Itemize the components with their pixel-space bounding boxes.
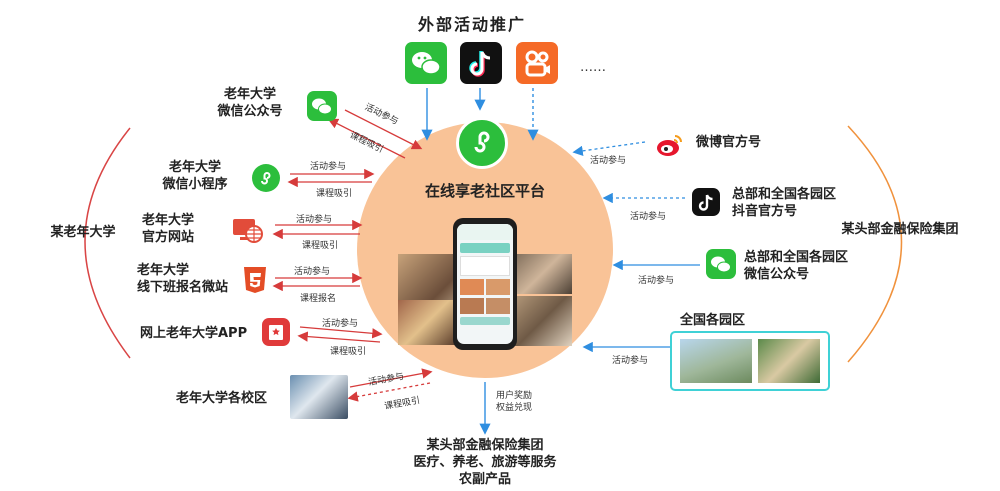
left-item-2-down-label: 课程吸引: [316, 189, 353, 199]
right-item-4: 全国各园区: [680, 313, 746, 328]
parks-photo-box: [670, 331, 830, 391]
left-item-4-down-label: 课程报名: [300, 294, 337, 304]
right-group-arc: [847, 125, 903, 363]
right-item-2: 总部和全国各园区抖音官方号: [732, 187, 837, 219]
wechat-icon[interactable]: [405, 42, 447, 84]
website-icon[interactable]: [232, 217, 264, 245]
right-item-3-arrow-label: 活动参与: [638, 276, 675, 286]
miniprogram-icon: [456, 117, 508, 169]
right-item-1: 微博官方号: [696, 135, 762, 150]
left-item-6: 老年大学各校区: [176, 391, 268, 406]
left-item-1: 老年大学微信公众号: [217, 87, 283, 119]
right-item-3: 总部和全国各园区微信公众号: [744, 250, 849, 282]
phone-mockup: [453, 218, 517, 350]
right-group-label: 某头部金融保险集团: [841, 222, 959, 237]
platform-title: 在线享老社区平台: [424, 182, 545, 200]
left-item-3-down-label: 课程吸引: [302, 241, 339, 251]
app-icon[interactable]: [262, 318, 290, 346]
wechat-icon[interactable]: [706, 249, 736, 279]
left-item-5: 网上老年大学APP: [140, 326, 248, 341]
left-item-5-down-label: 课程吸引: [330, 347, 367, 357]
left-item-3-up-label: 活动参与: [296, 215, 333, 225]
left-item-4-up-label: 活动参与: [294, 267, 331, 277]
miniprogram-icon[interactable]: [252, 164, 280, 192]
left-item-2-up-label: 活动参与: [310, 162, 347, 172]
kuaishou-icon[interactable]: [516, 42, 558, 84]
activity-photo-left-bottom: [398, 300, 456, 345]
left-group-arc: [84, 127, 131, 359]
right-item-2-arrow-label: 活动参与: [630, 212, 667, 222]
reward-label: 用户奖励权益兑现: [496, 391, 533, 413]
left-item-4: 老年大学线下班报名微站: [137, 263, 229, 295]
left-group-label: 某老年大学: [50, 225, 116, 240]
right-item-4-arrow-label: 活动参与: [612, 356, 649, 366]
left-item-5-up-label: 活动参与: [322, 319, 359, 329]
left-item-2: 老年大学微信小程序: [162, 160, 228, 192]
douyin-icon[interactable]: [460, 42, 502, 84]
right-item-1-arrow-label: 活动参与: [590, 156, 627, 166]
more-ellipsis: ……: [580, 60, 606, 75]
left-item-3: 老年大学官方网站: [141, 213, 194, 245]
douyin-icon[interactable]: [692, 188, 720, 216]
external-promo-title: 外部活动推广: [418, 15, 527, 34]
campus-photo: [290, 375, 348, 419]
activity-photo-right-bottom: [512, 296, 572, 346]
bottom-summary: 某头部金融保险集团 医疗、养老、旅游等服务 农副产品: [413, 438, 557, 487]
html5-icon[interactable]: [242, 266, 268, 294]
weibo-icon[interactable]: [655, 130, 685, 160]
wechat-icon[interactable]: [307, 91, 337, 121]
activity-photo-right-top: [512, 254, 572, 294]
